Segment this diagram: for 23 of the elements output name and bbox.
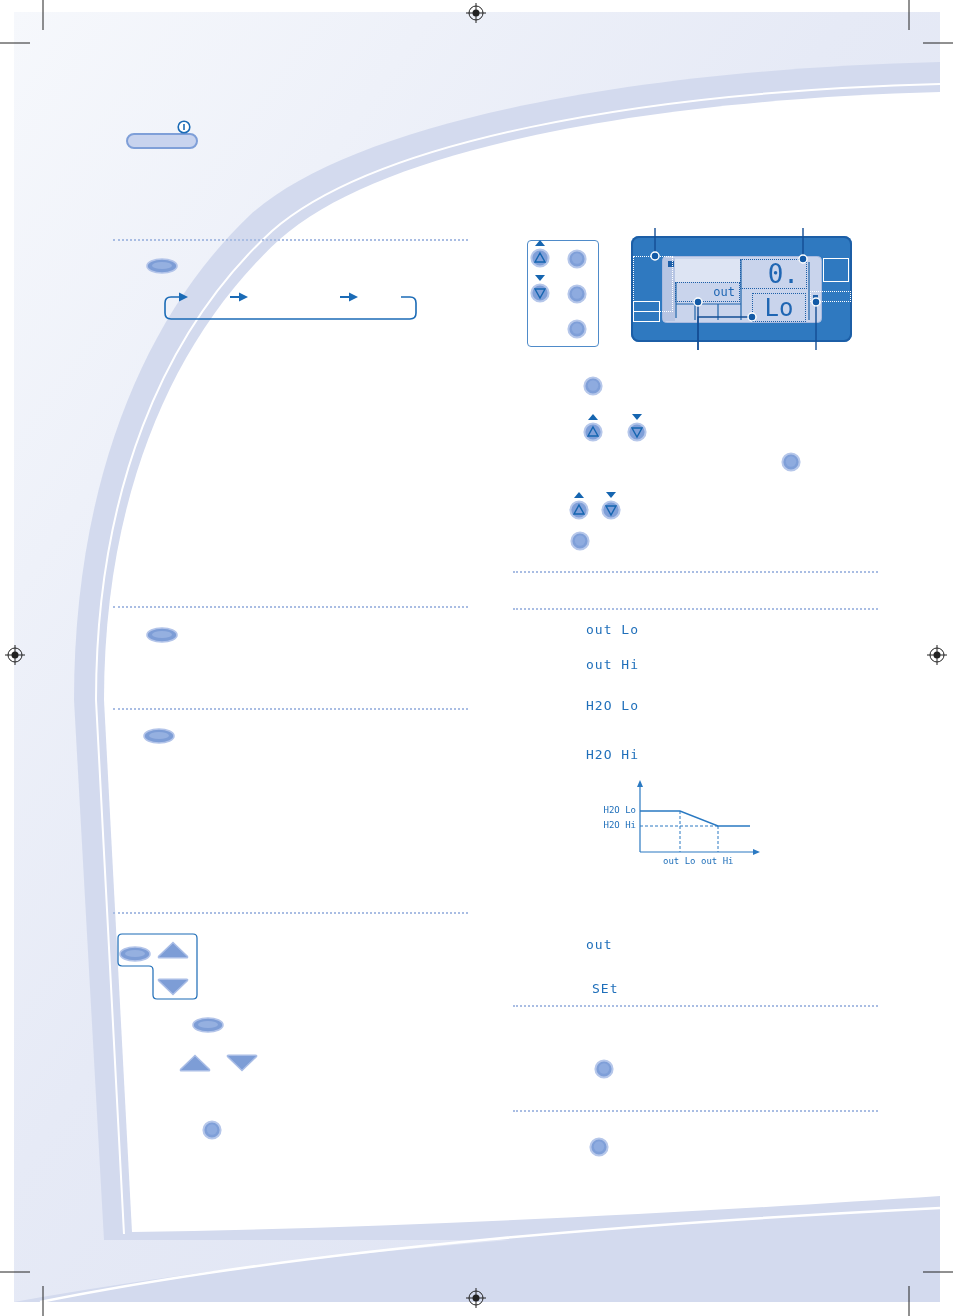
lcd-readout: 0. <box>767 260 799 288</box>
axis-label: H2O Hi <box>603 820 636 831</box>
dotted-outline-zone <box>810 291 851 302</box>
lcd-readout: Lo <box>764 294 794 321</box>
display-code: out <box>586 936 613 953</box>
display-code: H2O Hi <box>586 746 639 763</box>
display-code: out Hi <box>586 656 639 673</box>
leader-line <box>650 227 660 261</box>
dotted-outline-zone <box>675 282 740 302</box>
axis-label: H2O Lo <box>603 805 636 816</box>
lcd-readout: out <box>713 284 735 300</box>
dotted-outline-zone <box>633 256 673 312</box>
axis-label: out Hi <box>701 856 734 867</box>
display-code: H2O Lo <box>586 697 639 714</box>
display-code: SEt <box>592 980 619 997</box>
leader-line <box>811 297 821 351</box>
dotted-outline-zone <box>740 259 807 289</box>
dotted-outline-zone <box>752 293 806 322</box>
leader-line <box>798 227 808 264</box>
display-code: out Lo <box>586 621 639 638</box>
leader-line <box>697 312 757 351</box>
lcd-display-panel <box>631 236 852 342</box>
axis-label: out Lo <box>663 856 696 867</box>
